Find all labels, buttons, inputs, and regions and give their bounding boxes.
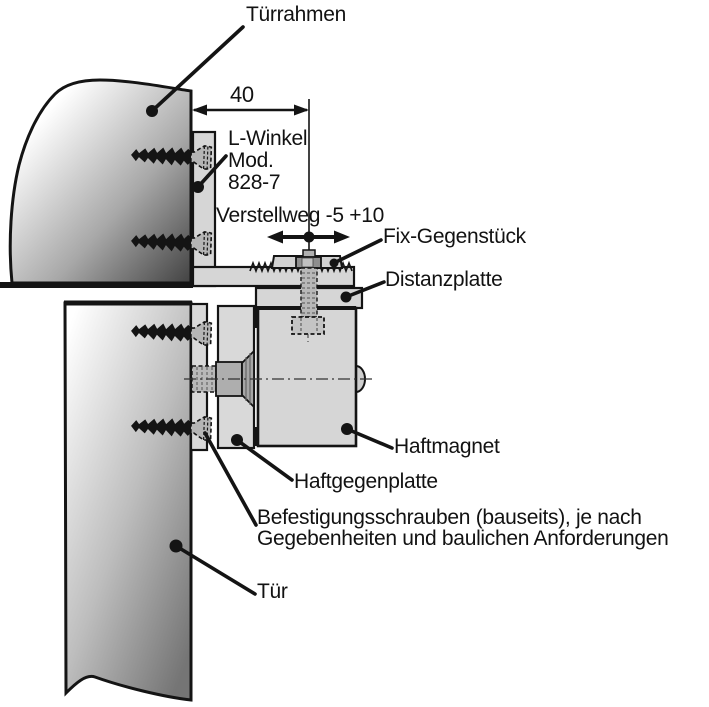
door-shape bbox=[63, 300, 193, 702]
label-mounting-screws-line2: Gegebenheiten und baulichen Anforderunge… bbox=[257, 527, 669, 550]
label-bracket-line3: 828-7 bbox=[228, 171, 281, 194]
door-frame-shape bbox=[0, 78, 193, 288]
hidden-square-nut bbox=[291, 316, 325, 335]
label-bracket-line2: Mod. bbox=[228, 149, 274, 172]
label-door: Tür bbox=[257, 580, 288, 603]
leader-mounting-screws bbox=[203, 431, 258, 527]
leader-counter-plate bbox=[231, 434, 294, 482]
leader-door-frame bbox=[146, 25, 245, 117]
label-dimension-40: 40 bbox=[230, 82, 254, 107]
leader-fix-counterpart bbox=[329, 238, 383, 268]
label-mounting-screws-line1: Befestigungsschrauben (bauseits), je nac… bbox=[257, 506, 642, 529]
dimension-40 bbox=[192, 99, 310, 250]
leader-bracket bbox=[192, 154, 228, 193]
leader-door bbox=[169, 539, 257, 596]
adjustment-arrow bbox=[267, 230, 350, 244]
label-door-frame: Türrahmen bbox=[246, 3, 347, 26]
leader-distance-plate bbox=[340, 280, 386, 303]
label-fix-counterpart: Fix-Gegenstück bbox=[383, 225, 526, 248]
label-distance-plate: Distanzplatte bbox=[385, 268, 503, 291]
label-adjustment-range: Verstellweg -5 +10 bbox=[216, 204, 384, 227]
leader-holding-magnet bbox=[341, 423, 394, 450]
label-holding-magnet: Haftmagnet bbox=[394, 435, 500, 458]
clamp-bolt bbox=[291, 249, 325, 342]
label-bracket-line1: L-Winkel bbox=[228, 127, 308, 150]
label-counter-plate: Haftgegenplatte bbox=[294, 470, 438, 493]
